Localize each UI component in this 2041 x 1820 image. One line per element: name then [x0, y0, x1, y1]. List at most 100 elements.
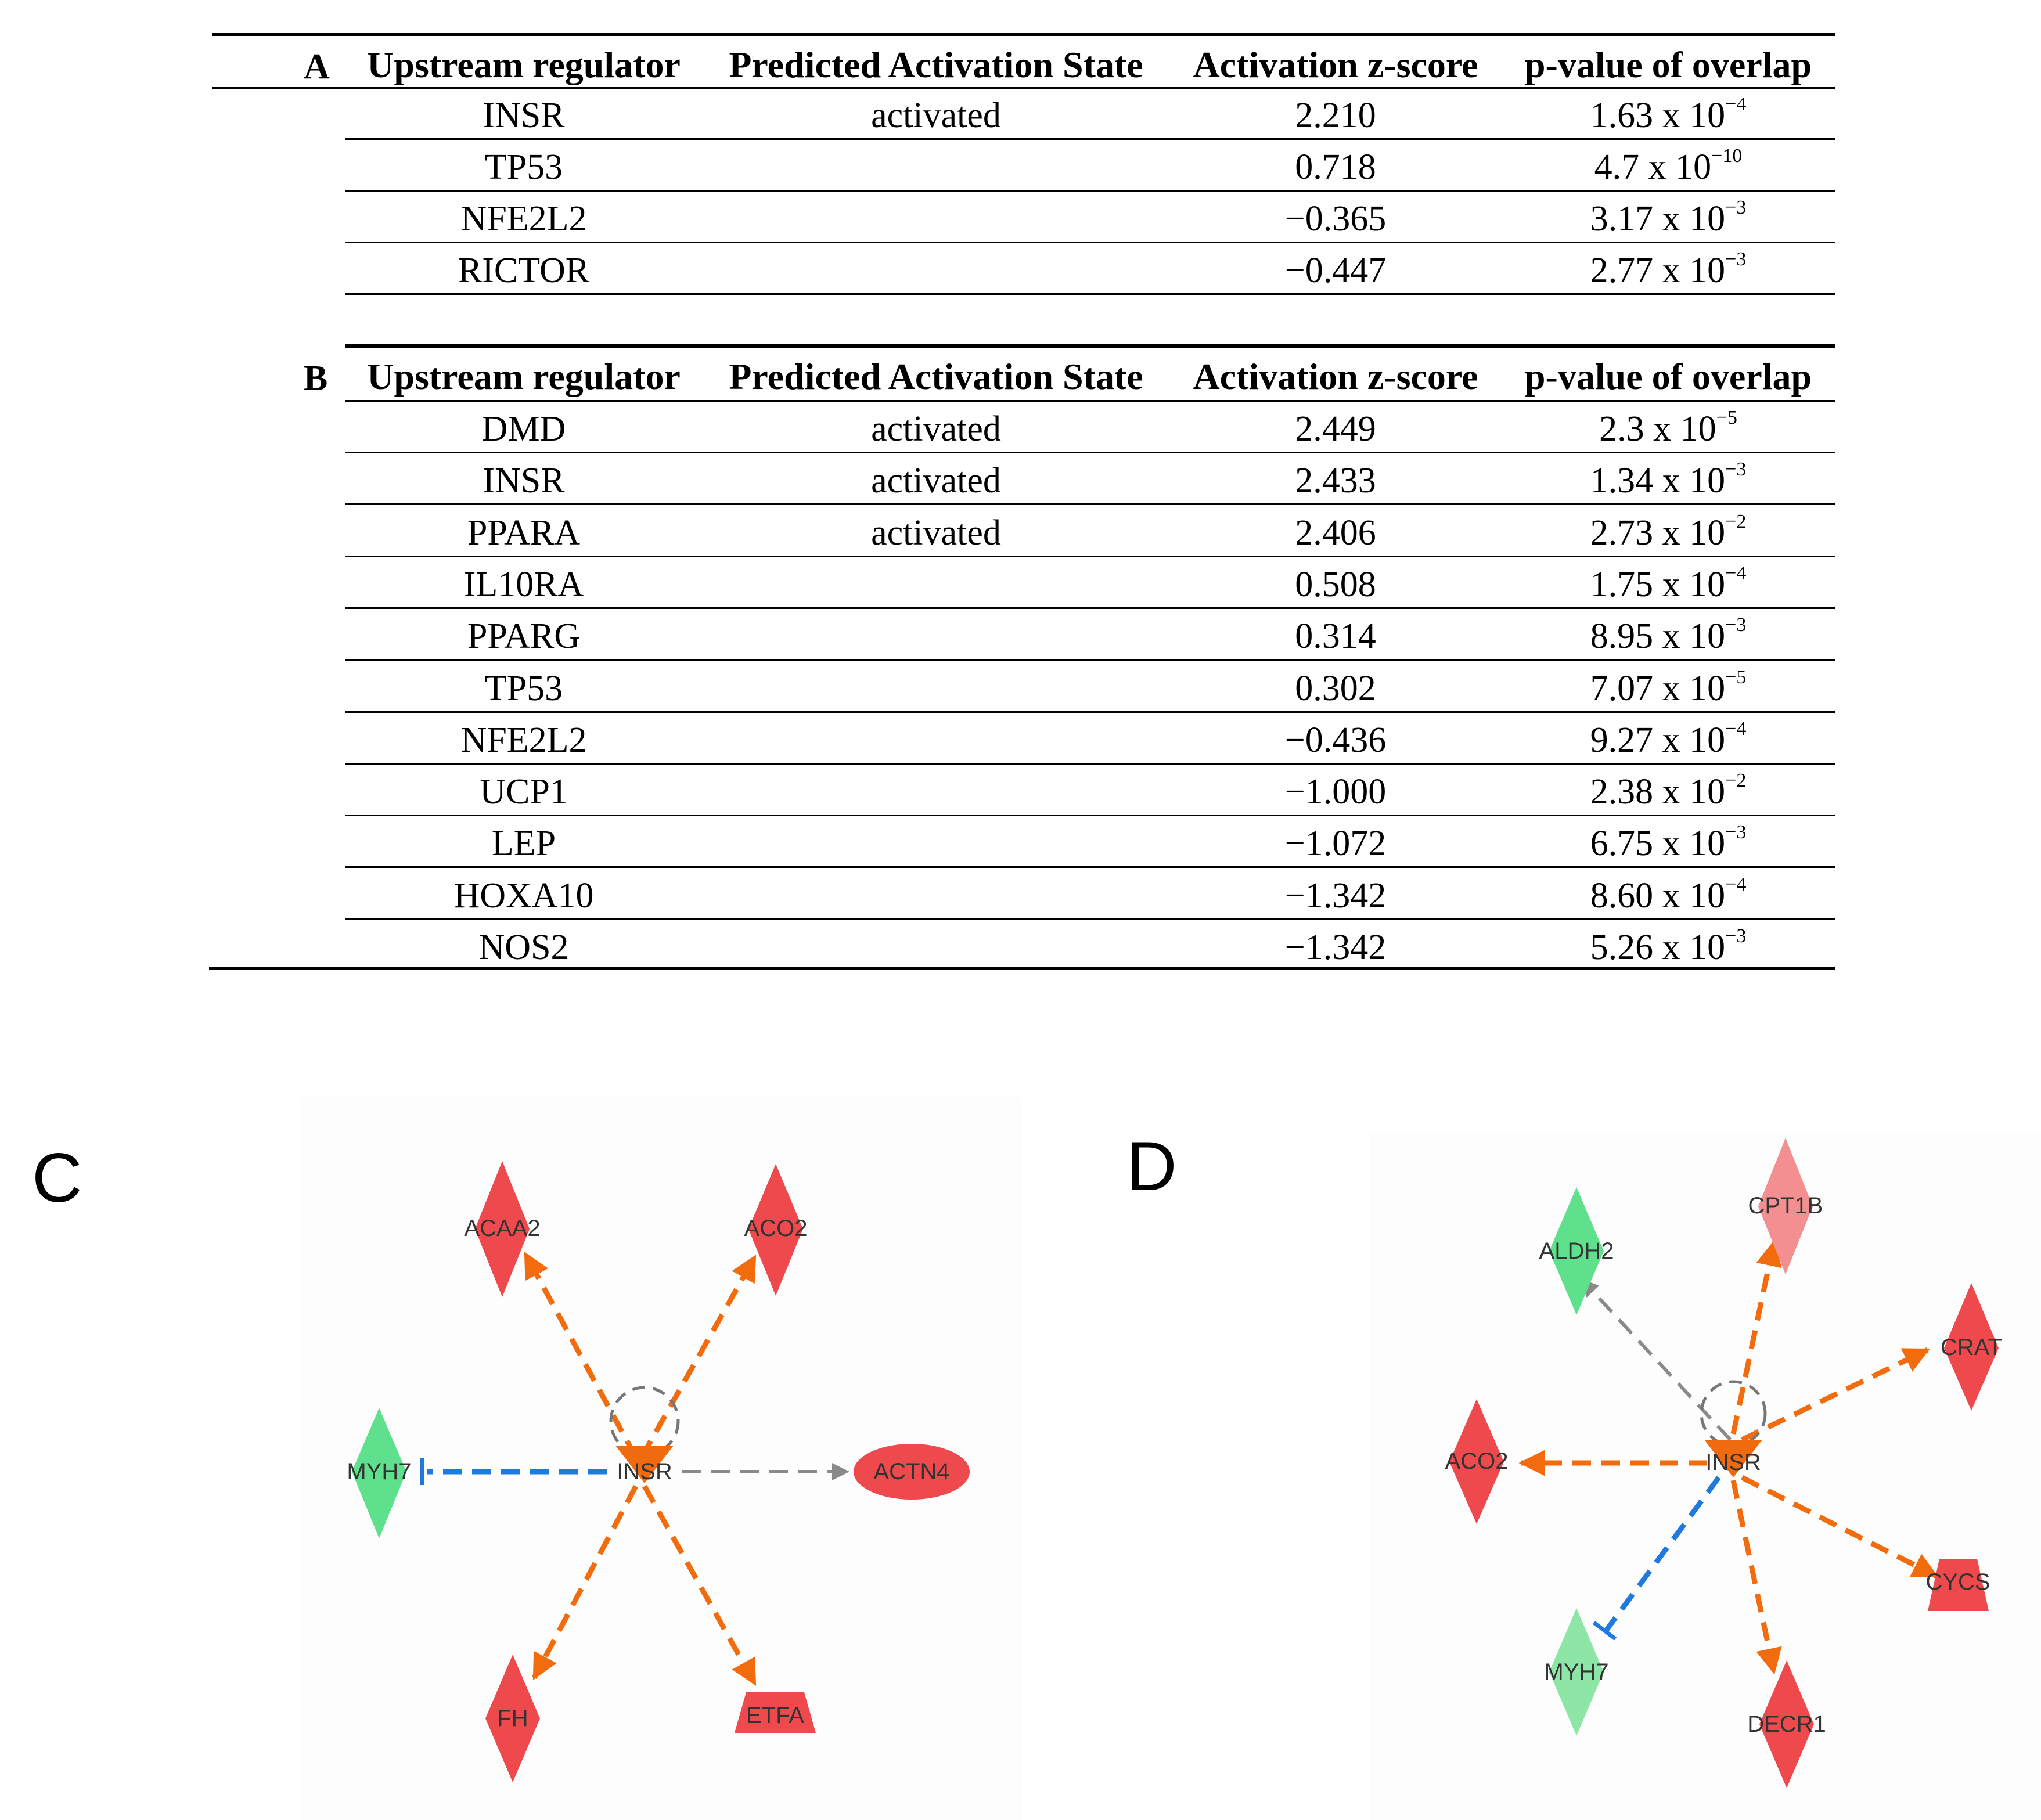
regulator-cell: INSR: [483, 461, 565, 501]
label-c-fh: FH: [497, 1706, 528, 1731]
p-value-exponent: −3: [1725, 459, 1747, 481]
p-value-exponent: −2: [1725, 510, 1747, 532]
z-score-cell: 0.508: [1295, 564, 1376, 604]
label-d-decr1: DECR1: [1747, 1711, 1826, 1737]
label-d-crat: CRAT: [1941, 1335, 2002, 1360]
p-value-exponent: −3: [1725, 248, 1747, 271]
table-b-header-state: Predicted Activation State: [729, 356, 1143, 397]
row-divider: [345, 711, 1835, 713]
z-score-cell: 0.302: [1295, 668, 1376, 708]
label-d-cpt1b: CPT1B: [1748, 1193, 1823, 1219]
table-b-top-rule: [345, 344, 1835, 348]
p-value-cell: 1.75 x 10−4: [1590, 563, 1747, 604]
p-value-cell: 5.26 x 10−3: [1590, 926, 1747, 965]
row-divider: [345, 607, 1835, 609]
regulator-cell: TP53: [484, 668, 563, 708]
label-c-aco2: ACO2: [744, 1216, 808, 1241]
node-d-aco2: ACO2: [1445, 1399, 1508, 1524]
p-value-cell: 2.73 x 10−2: [1590, 511, 1747, 553]
p-value-exponent: −10: [1711, 145, 1743, 167]
p-value-exponent: −2: [1725, 770, 1747, 792]
node-c-etfa: ETFA: [735, 1692, 816, 1733]
table-b-header-rule: [345, 400, 1835, 402]
label-c-acaa2: ACAA2: [464, 1216, 540, 1241]
p-value-exponent: −4: [1725, 873, 1747, 895]
node-c-insr: INSR: [615, 1446, 674, 1484]
table-a-header-regulator: Upstream regulator: [367, 44, 681, 85]
p-value-cell: 4.7 x 10−10: [1594, 146, 1743, 185]
inhibition-bar-d-myh7: [1592, 1621, 1617, 1641]
edge-c-insr-etfa: [642, 1484, 757, 1686]
regulator-cell: NFE2L2: [460, 199, 587, 239]
p-value-mantissa: 7.07 x 10: [1590, 668, 1726, 708]
table-b-panel-label: B: [304, 359, 328, 398]
activation-state-cell: activated: [871, 513, 1001, 553]
p-value-exponent: −4: [1725, 718, 1747, 740]
activation-state-cell: activated: [871, 409, 1001, 449]
table-b-bottom-rule: [209, 967, 1835, 970]
row-divider: [345, 452, 1835, 453]
z-score-cell: −1.000: [1284, 772, 1387, 812]
edge-d-insr-crat: [1741, 1347, 1931, 1443]
edge-c-insr-aco2: [639, 1255, 757, 1459]
p-value-exponent: −5: [1716, 407, 1737, 429]
regulator-cell: NOS2: [478, 928, 569, 967]
p-value-mantissa: 1.75 x 10: [1590, 564, 1726, 604]
edge-d-insr-cpt1b: [1730, 1239, 1782, 1435]
row-divider: [345, 866, 1835, 868]
p-value-cell: 3.17 x 10−3: [1590, 197, 1747, 237]
label-d-aldh2: ALDH2: [1539, 1238, 1614, 1264]
regulator-cell: TP53: [484, 147, 563, 187]
p-value-cell: 8.95 x 10−3: [1590, 615, 1747, 657]
label-c-actn4: ACTN4: [873, 1459, 949, 1484]
p-value-cell: 8.60 x 10−4: [1590, 874, 1747, 916]
p-value-mantissa: 8.95 x 10: [1590, 617, 1726, 657]
row-divider: [345, 242, 1835, 243]
z-score-cell: 0.314: [1295, 617, 1376, 657]
edge-d-insr-myh7: [1603, 1476, 1721, 1633]
row-divider: [345, 503, 1835, 506]
p-value-exponent: −3: [1725, 925, 1747, 947]
p-value-cell: 6.75 x 10−3: [1590, 823, 1747, 864]
label-d-myh7: MYH7: [1544, 1659, 1608, 1685]
activation-state-cell: activated: [871, 96, 1001, 135]
p-value-mantissa: 1.63 x 10: [1590, 96, 1726, 135]
row-divider: [345, 293, 1835, 295]
regulator-cell: HOXA10: [453, 875, 594, 916]
label-d-cycs: CYCS: [1925, 1569, 1990, 1595]
activation-state-cell: activated: [871, 461, 1001, 501]
regulator-cell: PPARG: [467, 617, 581, 657]
p-value-cell: 2.3 x 10−5: [1599, 408, 1737, 447]
node-c-aco2: ACO2: [744, 1164, 808, 1296]
p-value-mantissa: 2.77 x 10: [1590, 251, 1726, 290]
p-value-exponent: −5: [1725, 666, 1747, 688]
network-c: ACAA2 ACO2 MYH7 ACTN4 FH ETFA INSR: [302, 1097, 1022, 1820]
p-value-cell: 1.34 x 10−3: [1590, 460, 1747, 499]
p-value-mantissa: 2.73 x 10: [1590, 513, 1726, 553]
edge-c-insr-fh: [532, 1484, 638, 1680]
p-value-mantissa: 6.75 x 10: [1590, 824, 1726, 864]
node-d-myh7: MYH7: [1544, 1608, 1609, 1736]
node-d-cpt1b: CPT1B: [1748, 1138, 1823, 1274]
edge-c-insr-acaa2: [523, 1252, 638, 1459]
edge-d-insr-decr1: [1730, 1480, 1782, 1675]
table-a-panel-label: A: [304, 47, 330, 87]
table-a-top-rule: [212, 33, 1835, 36]
p-value-exponent: −3: [1725, 197, 1747, 219]
regulator-cell: LEP: [491, 824, 556, 864]
regulator-cell: PPARA: [467, 513, 581, 553]
panel-d-label: D: [1126, 1127, 1177, 1205]
node-d-decr1: DECR1: [1747, 1660, 1826, 1788]
regulator-cell: DMD: [481, 409, 566, 449]
z-score-cell: −1.342: [1284, 875, 1387, 916]
p-value-cell: 2.38 x 10−2: [1590, 771, 1747, 810]
p-value-exponent: −4: [1725, 93, 1747, 116]
row-divider: [345, 190, 1835, 192]
row-divider: [345, 138, 1835, 140]
label-c-insr: INSR: [617, 1459, 672, 1484]
table-a-header-pvalue: p-value of overlap: [1524, 44, 1812, 85]
node-d-aldh2: ALDH2: [1539, 1187, 1614, 1315]
row-divider: [345, 659, 1835, 661]
p-value-mantissa: 8.60 x 10: [1590, 875, 1726, 916]
table-b-header-zscore: Activation z-score: [1193, 356, 1478, 397]
